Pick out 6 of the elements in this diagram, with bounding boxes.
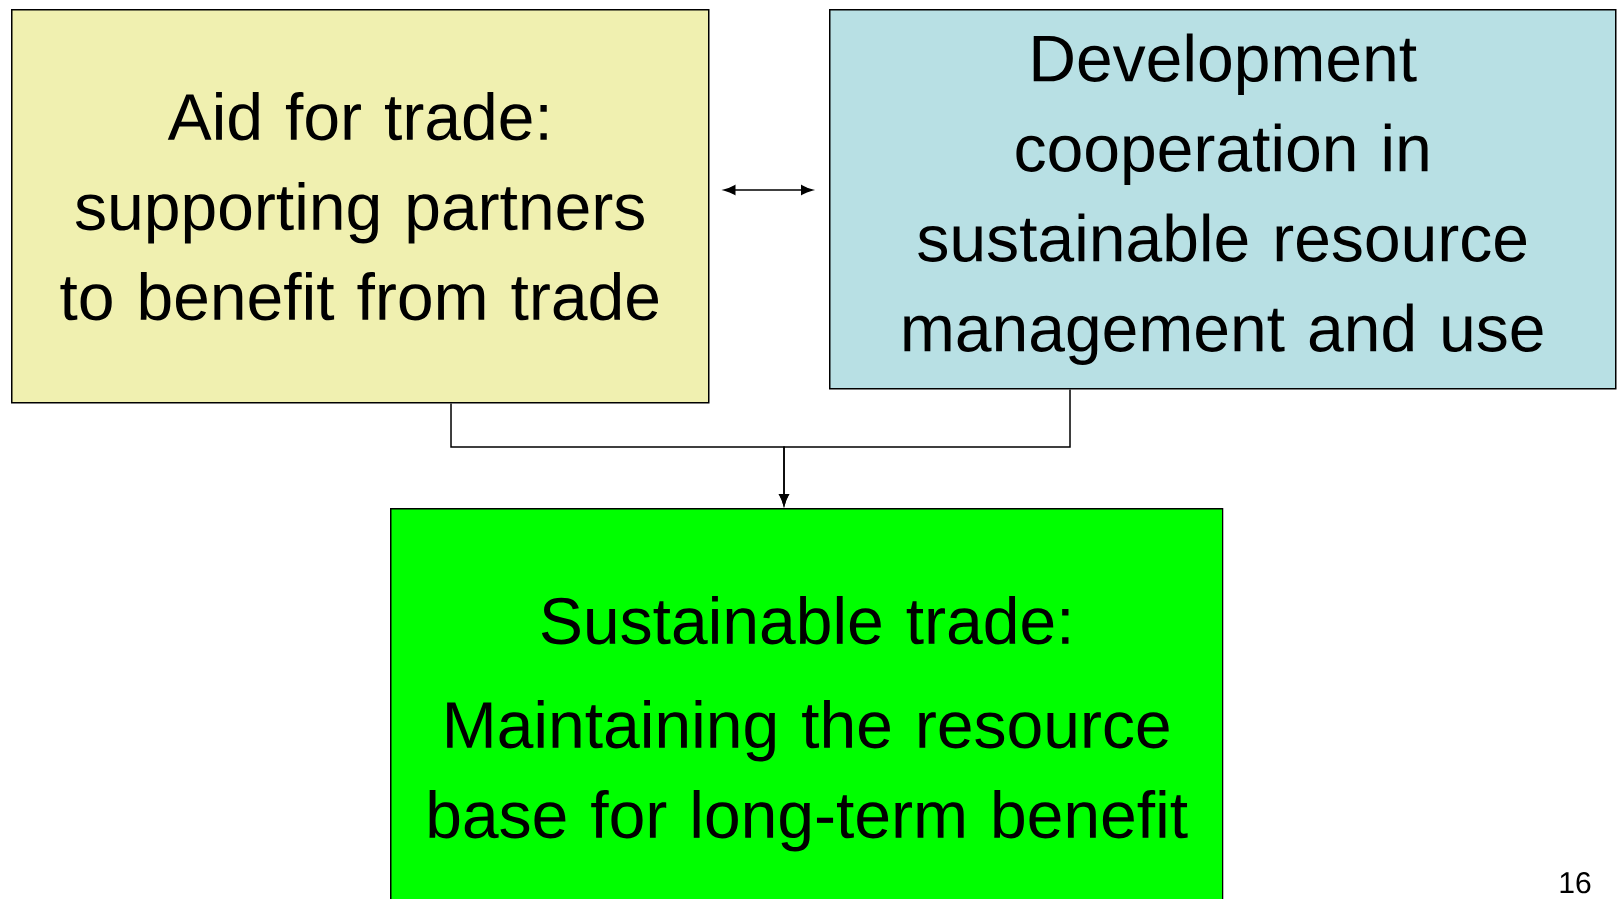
arrow (723, 185, 813, 195)
process-box: Development cooperation in sustainable resource management and use (829, 9, 1617, 390)
arrow (779, 388, 1071, 506)
process-box: Aid for trade: supporting partners to benefit from trade (11, 9, 710, 404)
page-number: 16 (1560, 872, 1591, 894)
outcome-box: Sustainable trade: Maintaining the resource base for long-term benefit (390, 508, 1224, 899)
